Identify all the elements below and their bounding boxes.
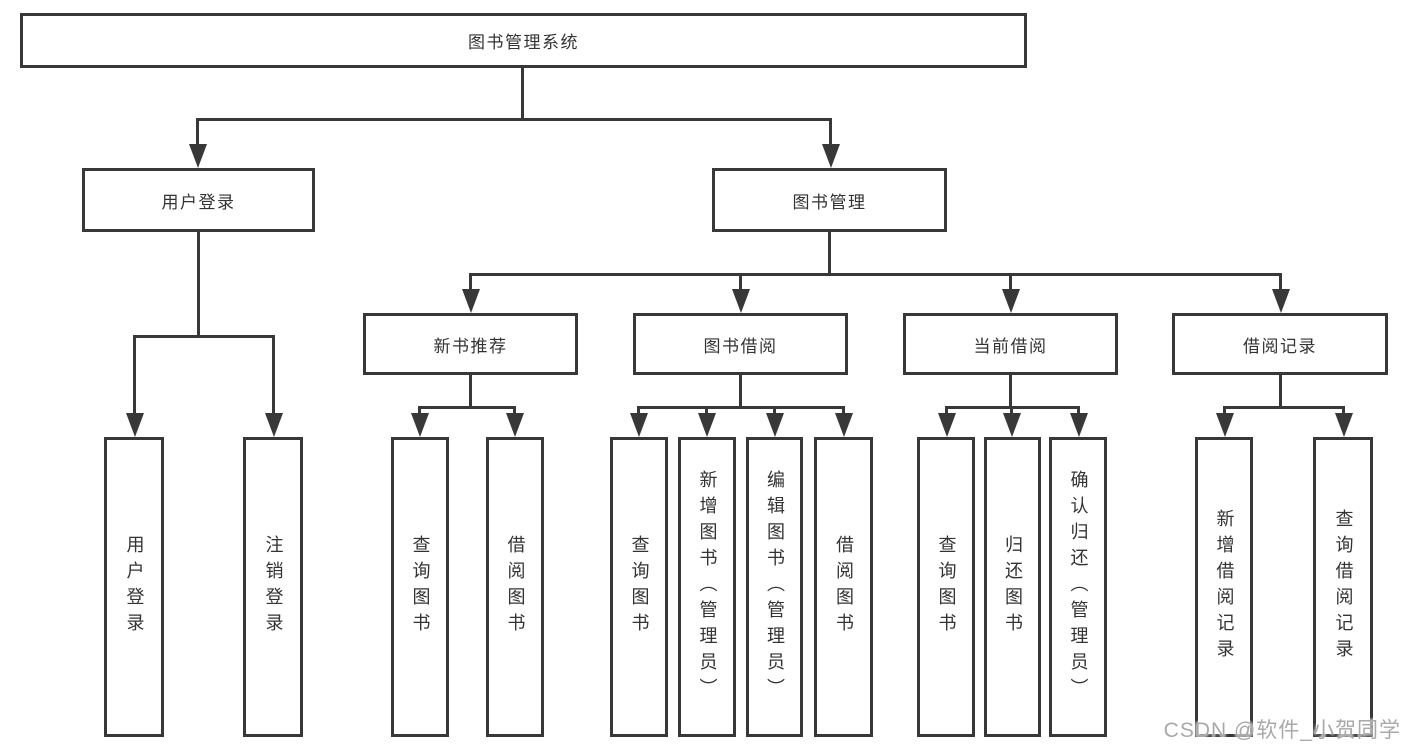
node-label: 用户登录 <box>161 192 236 212</box>
node-return-book: 归还图书 <box>984 437 1041 737</box>
node-label: 新增图书（管理员） <box>697 470 718 704</box>
arrow-records-to-query <box>1334 406 1353 437</box>
node-newbook-borrow-books: 借阅图书 <box>486 437 544 737</box>
arrow-current-to-return <box>1002 406 1021 437</box>
node-label: 注销登录 <box>263 535 284 639</box>
node-label: 借阅图书 <box>833 535 854 639</box>
node-book-management: 图书管理 <box>712 168 947 232</box>
arrow-borrow-to-query <box>629 406 648 437</box>
arrow-newbook-to-query <box>410 406 429 437</box>
connector-mgmt-rail <box>469 273 1282 276</box>
node-newbook-query-books: 查询图书 <box>391 437 449 737</box>
connector-root-stem <box>521 68 524 118</box>
arrow-mgmt-to-records <box>1271 273 1290 313</box>
connector-records-stem <box>1279 375 1282 406</box>
connector-login-rail <box>133 335 275 338</box>
node-label: 图书管理 <box>792 192 867 212</box>
arrow-login-to-logout <box>264 335 283 437</box>
node-borrow-records: 借阅记录 <box>1172 313 1388 375</box>
node-label: 图书管理系统 <box>468 33 579 52</box>
node-label: 确认归还（管理员） <box>1068 470 1089 704</box>
arrow-newbook-to-borrow <box>505 406 524 437</box>
arrow-root-to-user-login <box>188 118 207 168</box>
arrow-mgmt-to-new-book <box>461 273 480 313</box>
arrow-borrow-to-add <box>697 406 716 437</box>
node-label: 借阅图书 <box>505 535 526 639</box>
node-current-query-books: 查询图书 <box>917 437 975 737</box>
node-borrow-borrow-books: 借阅图书 <box>814 437 873 737</box>
arrow-mgmt-to-current-borrow <box>1001 273 1020 313</box>
node-label: 用户登录 <box>124 535 145 639</box>
arrow-borrow-to-borrow <box>834 406 853 437</box>
node-user-login: 用户登录 <box>82 168 315 232</box>
node-borrow-query-books: 查询图书 <box>610 437 668 737</box>
node-label: 查询图书 <box>936 535 957 639</box>
node-add-book-admin: 新增图书（管理员） <box>678 437 736 737</box>
node-label: 新书推荐 <box>433 336 508 356</box>
node-label: 查询图书 <box>410 535 431 639</box>
node-confirm-return-admin: 确认归还（管理员） <box>1049 437 1107 737</box>
arrow-borrow-to-edit <box>765 406 784 437</box>
node-user-login-leaf: 用户登录 <box>104 437 164 737</box>
connector-newbook-rail <box>418 406 516 409</box>
node-logout-leaf: 注销登录 <box>243 437 303 737</box>
connector-borrow-stem <box>739 375 742 406</box>
node-label: 借阅记录 <box>1243 336 1317 356</box>
node-label: 查询借阅记录 <box>1333 509 1354 665</box>
connector-current-stem <box>1009 375 1012 406</box>
arrow-mgmt-to-book-borrow <box>731 273 750 313</box>
connector-newbook-stem <box>469 375 472 406</box>
node-label: 当前借阅 <box>973 336 1048 356</box>
node-edit-book-admin: 编辑图书（管理员） <box>746 437 803 737</box>
connector-borrow-rail <box>637 406 845 409</box>
connector-root-rail <box>196 118 832 121</box>
node-book-borrow: 图书借阅 <box>633 313 848 375</box>
node-label: 新增借阅记录 <box>1214 509 1235 665</box>
node-label: 归还图书 <box>1002 535 1023 639</box>
node-add-borrow-record: 新增借阅记录 <box>1195 437 1253 737</box>
node-label: 图书借阅 <box>703 336 778 356</box>
node-label: 编辑图书（管理员） <box>764 470 785 704</box>
node-label: 查询图书 <box>629 535 650 639</box>
arrow-current-to-confirm <box>1069 406 1088 437</box>
csdn-watermark: CSDN @软件_小贺同学 <box>1163 719 1401 742</box>
arrow-records-to-add <box>1215 406 1234 437</box>
arrow-login-to-user-login <box>125 335 144 437</box>
arrow-current-to-query <box>937 406 956 437</box>
node-new-book-recommend: 新书推荐 <box>363 313 578 375</box>
arrow-root-to-book-management <box>821 118 840 168</box>
node-current-borrow: 当前借阅 <box>903 313 1118 375</box>
connector-login-stem <box>197 232 200 335</box>
connector-mgmt-stem <box>828 232 831 273</box>
connector-records-rail <box>1223 406 1345 409</box>
node-library-system: 图书管理系统 <box>20 13 1027 68</box>
node-query-borrow-record: 查询借阅记录 <box>1313 437 1373 737</box>
